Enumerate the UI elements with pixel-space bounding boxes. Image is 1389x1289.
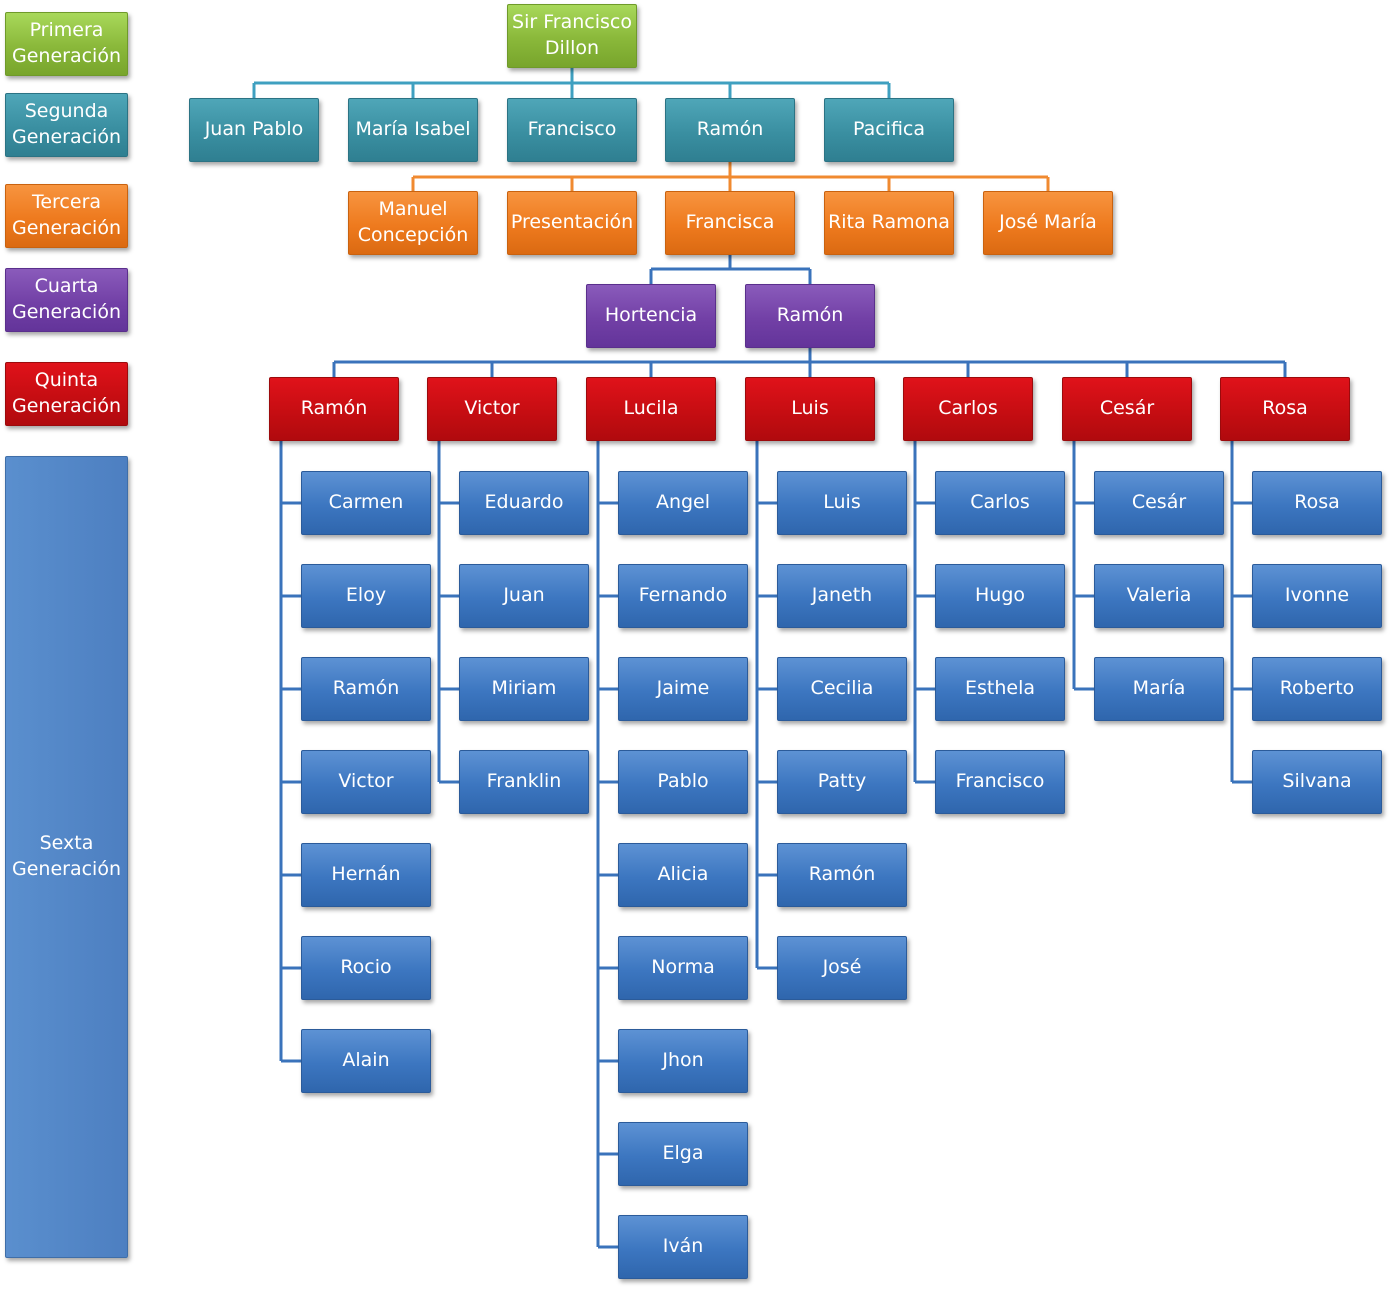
gen6-person-patty: Patty <box>777 750 907 814</box>
gen6-person-janeth: Janeth <box>777 564 907 628</box>
gen6-person-maria: María <box>1094 657 1224 721</box>
gen6-person-pablo: Pablo <box>618 750 748 814</box>
gen6-person-valeria: Valeria <box>1094 564 1224 628</box>
gen5-person-ramon: Ramón <box>269 377 399 441</box>
gen3-person-manuel-concepcion: Manuel Concepción <box>348 191 478 255</box>
gen6-person-ivonne: Ivonne <box>1252 564 1382 628</box>
gen6-person-franklin: Franklin <box>459 750 589 814</box>
gen6-person-roberto: Roberto <box>1252 657 1382 721</box>
gen6-person-esthela: Esthela <box>935 657 1065 721</box>
gen2-person-pacifica: Pacifica <box>824 98 954 162</box>
legend-sexta: Sexta Generación <box>5 456 128 1258</box>
gen2-person-juan-pablo: Juan Pablo <box>189 98 319 162</box>
legend-quinta: Quinta Generación <box>5 362 128 426</box>
gen5-person-carlos: Carlos <box>903 377 1033 441</box>
gen6-person-jaime: Jaime <box>618 657 748 721</box>
gen6-person-cecilia: Cecilia <box>777 657 907 721</box>
gen6-person-ramon: Ramón <box>777 843 907 907</box>
gen6-person-angel: Angel <box>618 471 748 535</box>
gen6-person-jose: José <box>777 936 907 1000</box>
gen6-person-elga: Elga <box>618 1122 748 1186</box>
gen2-person-francisco: Francisco <box>507 98 637 162</box>
gen6-person-eduardo: Eduardo <box>459 471 589 535</box>
gen5-person-luis: Luis <box>745 377 875 441</box>
gen6-person-norma: Norma <box>618 936 748 1000</box>
gen4-person-hortencia: Hortencia <box>586 284 716 348</box>
legend-primera: Primera Generación <box>5 12 128 76</box>
gen5-person-rosa: Rosa <box>1220 377 1350 441</box>
gen5-person-lucila: Lucila <box>586 377 716 441</box>
gen6-person-ivan: Iván <box>618 1215 748 1279</box>
gen3-person-jose-maria: José María <box>983 191 1113 255</box>
gen3-person-presentacion: Presentación <box>507 191 637 255</box>
gen6-person-luis: Luis <box>777 471 907 535</box>
gen6-person-miriam: Miriam <box>459 657 589 721</box>
gen4-person-ramon: Ramón <box>745 284 875 348</box>
legend-cuarta: Cuarta Generación <box>5 268 128 332</box>
gen6-person-ramon: Ramón <box>301 657 431 721</box>
gen6-person-rosa: Rosa <box>1252 471 1382 535</box>
gen6-person-silvana: Silvana <box>1252 750 1382 814</box>
legend-segunda: Segunda Generación <box>5 93 128 157</box>
gen6-person-rocio: Rocio <box>301 936 431 1000</box>
gen6-person-victor: Victor <box>301 750 431 814</box>
gen6-person-eloy: Eloy <box>301 564 431 628</box>
gen6-person-cesar: Cesár <box>1094 471 1224 535</box>
gen6-person-hugo: Hugo <box>935 564 1065 628</box>
gen6-person-jhon: Jhon <box>618 1029 748 1093</box>
gen6-person-francisco: Francisco <box>935 750 1065 814</box>
gen3-person-francisca: Francisca <box>665 191 795 255</box>
legend-tercera: Tercera Generación <box>5 184 128 248</box>
gen6-person-alain: Alain <box>301 1029 431 1093</box>
gen6-person-carmen: Carmen <box>301 471 431 535</box>
gen6-person-carlos: Carlos <box>935 471 1065 535</box>
gen6-person-hernan: Hernán <box>301 843 431 907</box>
gen3-person-rita-ramona: Rita Ramona <box>824 191 954 255</box>
gen6-person-alicia: Alicia <box>618 843 748 907</box>
gen5-person-victor: Victor <box>427 377 557 441</box>
gen5-person-cesar: Cesár <box>1062 377 1192 441</box>
root-person-sir-francisco-dillon: Sir Francisco Dillon <box>507 4 637 68</box>
gen6-person-fernando: Fernando <box>618 564 748 628</box>
gen2-person-maria-isabel: María Isabel <box>348 98 478 162</box>
gen2-person-ramon: Ramón <box>665 98 795 162</box>
gen6-person-juan: Juan <box>459 564 589 628</box>
